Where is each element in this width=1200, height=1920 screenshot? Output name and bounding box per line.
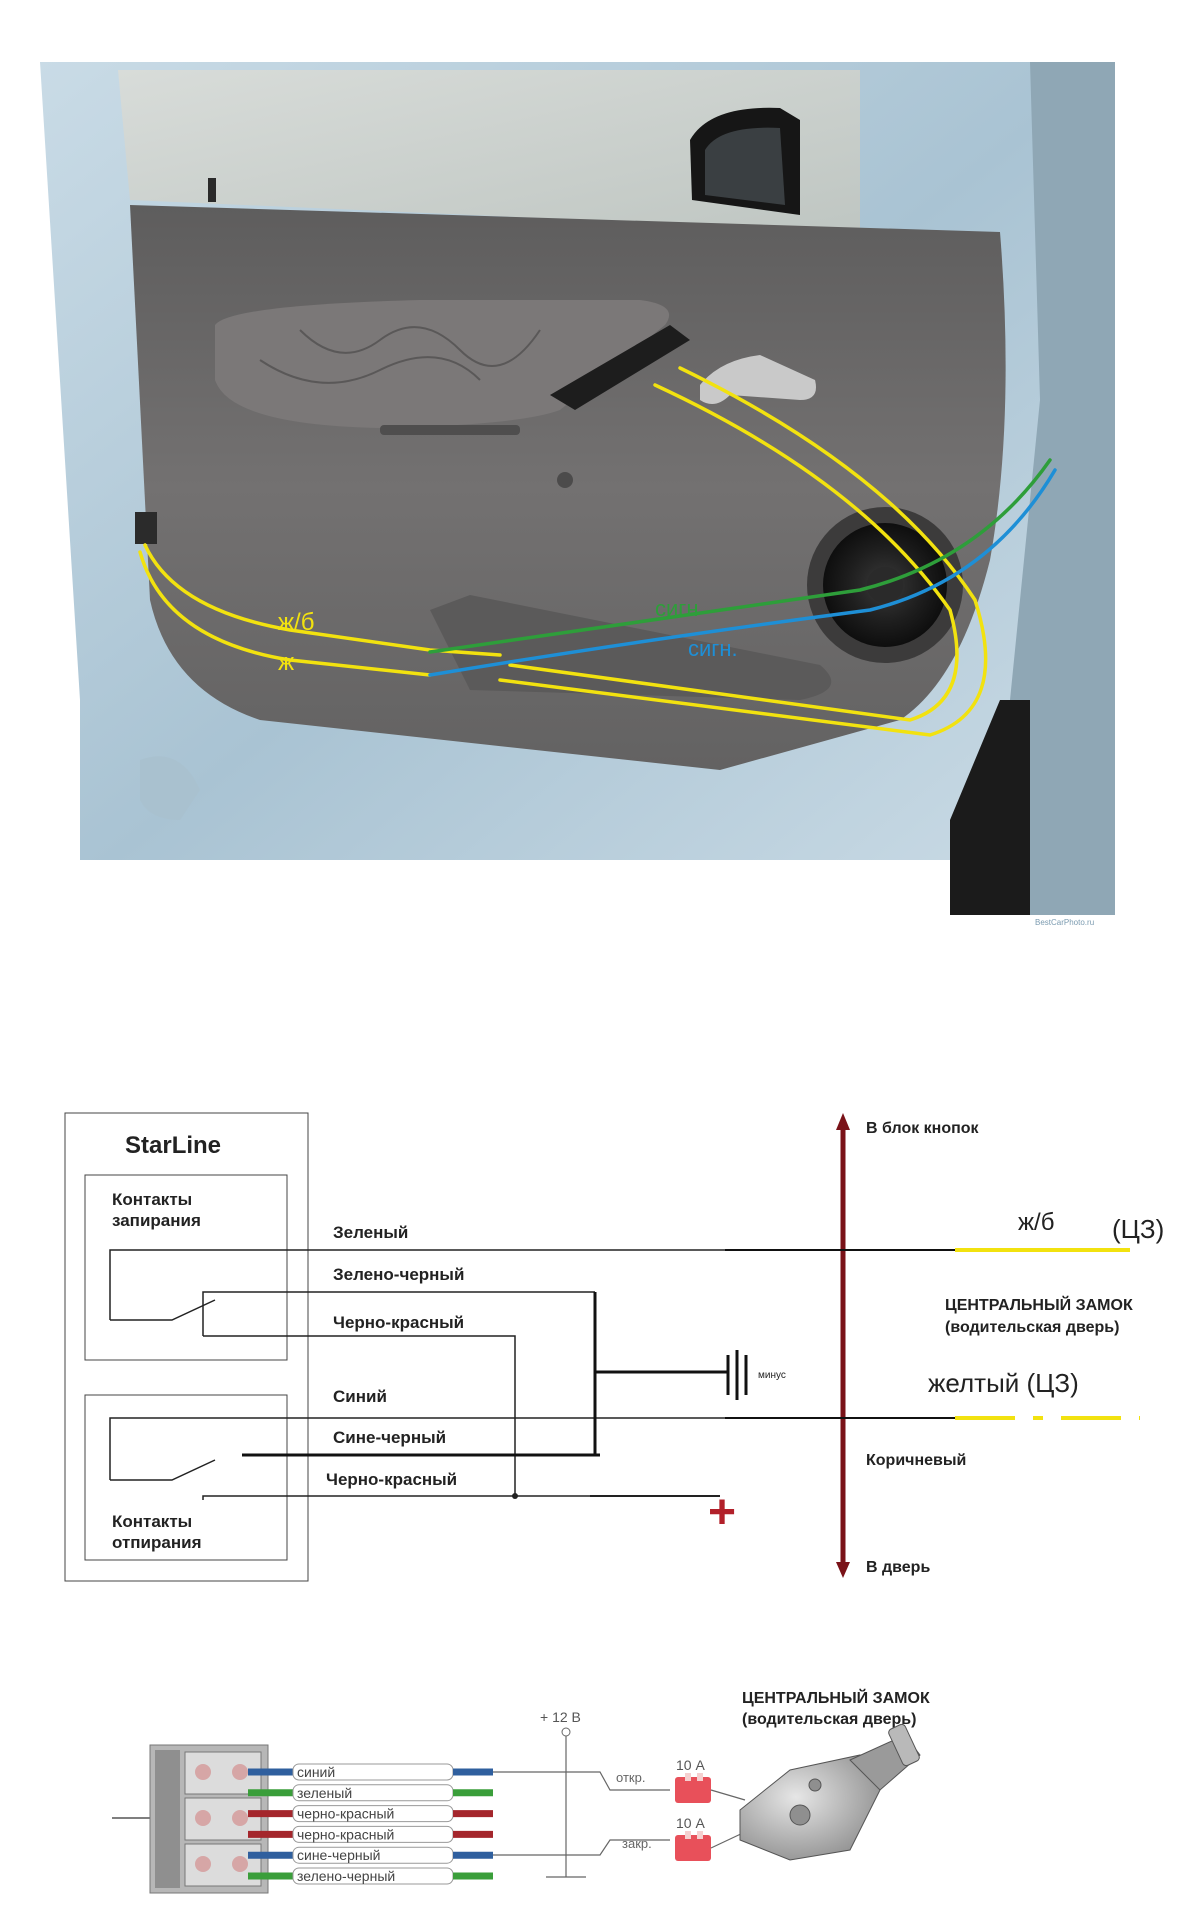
junction-dot xyxy=(512,1493,518,1499)
connector-subtitle: (водительская дверь) xyxy=(742,1711,916,1728)
lock-switch xyxy=(109,1249,990,1496)
label-yellow: ж xyxy=(278,649,294,676)
wire-row-label: синий xyxy=(297,1764,335,1780)
plus-sign: + xyxy=(708,1486,736,1539)
plus12-label: + 12 В xyxy=(540,1709,581,1725)
yb-label: ж/б xyxy=(1018,1209,1054,1236)
unlock-switch xyxy=(109,1417,840,1500)
wire-yellow-loop-inner xyxy=(508,383,959,722)
wire-row-label: черно-красный xyxy=(297,1806,394,1822)
close-label: закр. xyxy=(622,1836,652,1851)
connector-wires: синий зеленый черно-красный черно-красный си… xyxy=(248,1763,493,1885)
wire-label-green-black: Зелено-черный xyxy=(333,1265,464,1284)
lock-actuator xyxy=(710,1723,921,1861)
open-label: откр. xyxy=(616,1770,645,1785)
wire-row-label: черно-красный xyxy=(297,1826,394,1842)
plus12-terminal xyxy=(561,1727,571,1737)
axis-arrow-up xyxy=(836,1113,850,1130)
label-signal-blue: сигн. xyxy=(688,636,738,661)
ground-symbol xyxy=(726,1350,748,1400)
fuse-close xyxy=(675,1831,711,1861)
window-switch-block xyxy=(550,325,690,410)
wire-green-photo xyxy=(428,458,1052,654)
starline-box xyxy=(64,1112,309,1582)
yellow-cz-label: желтый (ЦЗ) xyxy=(928,1368,1079,1398)
connector-diagram: ЦЕНТРАЛЬНЫЙ ЗАМОК (водительская дверь) с… xyxy=(112,1688,930,1894)
starline-brand: StarLine xyxy=(125,1132,221,1159)
window-glass xyxy=(118,70,860,232)
unlock-contacts-box xyxy=(84,1394,288,1561)
ground-wiring xyxy=(242,1292,728,1457)
to-buttons-label: В блок кнопок xyxy=(866,1120,980,1137)
lock-contacts-label: Контакты запирания xyxy=(112,1190,201,1230)
wire-yellow-loop-outer xyxy=(498,366,988,737)
car-pillar xyxy=(960,62,1115,915)
tire xyxy=(950,700,1030,915)
wire-row-label: зеленый xyxy=(297,1785,352,1801)
minus-label: минус xyxy=(758,1370,786,1381)
wiring-schematic: StarLine Контакты запирания Контакты отп… xyxy=(64,1112,1164,1582)
wire-yellow-black-photo xyxy=(143,543,502,657)
wire-blue-photo xyxy=(428,468,1057,677)
photo-watermark: BestCarPhoto.ru xyxy=(1035,918,1094,927)
wire-yellow-photo xyxy=(138,550,432,677)
connector-title: ЦЕНТРАЛЬНЫЙ ЗАМОК xyxy=(742,1688,930,1707)
label-yellow-black: ж/б xyxy=(278,609,314,636)
fuse-open xyxy=(675,1773,711,1803)
wire-label-blue-black: Сине-черный xyxy=(333,1428,446,1447)
wire-label-black-red-2: Черно-красный xyxy=(326,1470,457,1489)
wire-label-black-red-1: Черно-красный xyxy=(333,1313,464,1332)
cz-label: (ЦЗ) xyxy=(1112,1214,1164,1244)
wire-row-label: сине-черный xyxy=(297,1847,380,1863)
door-photo: ж/б ж сигн сигн. BestCarPhoto.ru xyxy=(40,62,1115,927)
lock-pin xyxy=(208,178,216,202)
fuse-close-label: 10 А xyxy=(676,1815,705,1831)
connector-pins xyxy=(195,1764,248,1872)
central-lock-title: ЦЕНТРАЛЬНЫЙ ЗАМОК xyxy=(945,1295,1133,1314)
wire-label-green: Зеленый xyxy=(333,1223,408,1242)
door-pocket xyxy=(430,595,832,700)
power-rails xyxy=(493,1735,670,1878)
wire-label-blue: Синий xyxy=(333,1387,387,1406)
fuse-open-label: 10 А xyxy=(676,1757,705,1773)
label-signal-green: сигн xyxy=(655,596,698,621)
wire-row-label: зелено-черный xyxy=(297,1868,395,1884)
unlock-contacts-label: Контакты отпирания xyxy=(112,1512,201,1552)
brown-label: Коричневый xyxy=(866,1452,966,1469)
central-lock-subtitle: (водительская дверь) xyxy=(945,1319,1119,1336)
photo-wires xyxy=(138,366,1057,737)
door-latch xyxy=(135,512,157,544)
speaker xyxy=(807,507,963,663)
lock-contacts-box xyxy=(84,1174,288,1361)
axis-arrow-down xyxy=(836,1562,850,1578)
to-door-label: В дверь xyxy=(866,1559,930,1576)
